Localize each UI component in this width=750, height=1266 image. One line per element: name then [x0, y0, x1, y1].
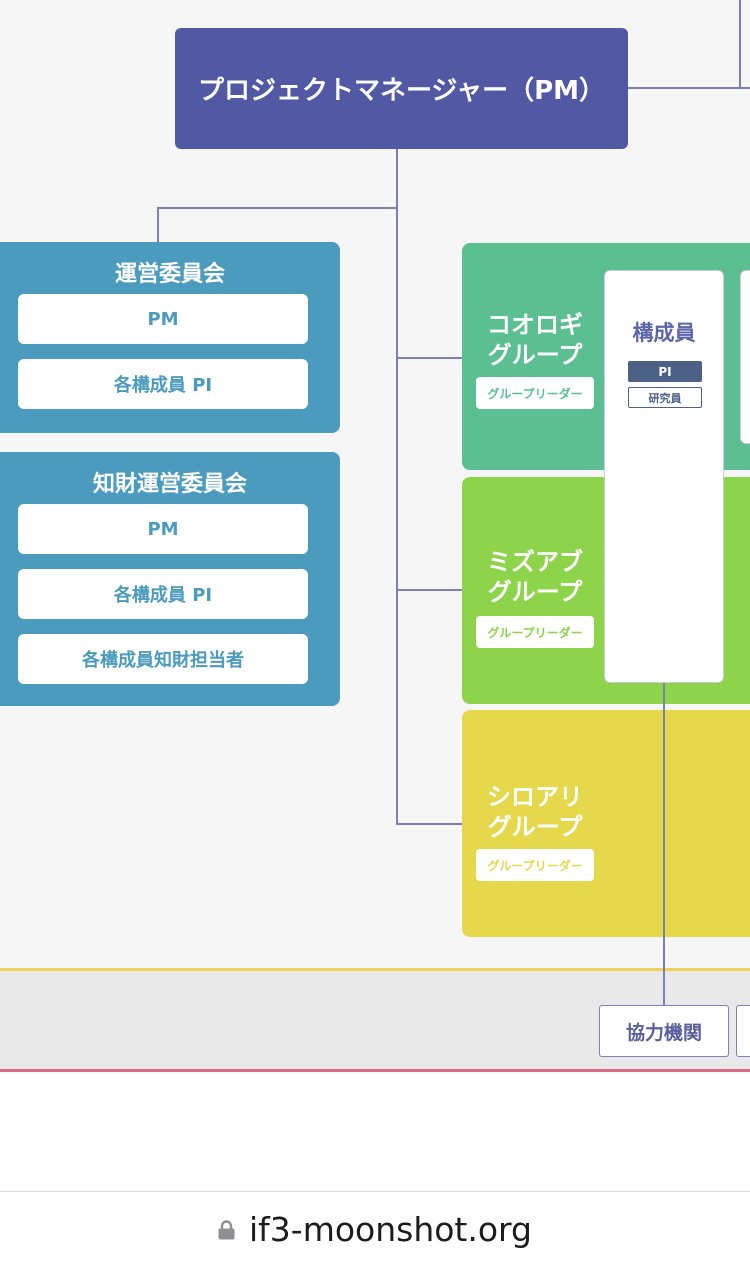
group-leader-badge: グループリーダー — [476, 849, 594, 881]
group-name-line2: グループ — [487, 813, 583, 841]
pm-label: プロジェクトマネージャー（PM） — [197, 76, 606, 106]
connector-line — [396, 149, 398, 825]
researcher-tag: 研究員 — [628, 387, 702, 408]
committee-member-pi: 各構成員 PI — [18, 569, 308, 619]
committee-member-pi: 各構成員 PI — [18, 359, 308, 409]
committee-member-ip-officer: 各構成員知財担当者 — [18, 634, 308, 684]
members-card: 構成員 PI 研究員 — [604, 270, 724, 683]
group-name-line2: グループ — [487, 341, 583, 369]
committee-title: 知財運営委員会 — [92, 472, 247, 497]
connector-line — [396, 357, 463, 359]
group-name: シロアリ グループ — [480, 782, 590, 842]
connector-line — [628, 87, 750, 89]
group-name-line1: シロアリ — [487, 783, 583, 811]
steering-committee: 運営委員会 PM 各構成員 PI — [0, 242, 340, 433]
termite-group: シロアリ グループ グループリーダー — [462, 710, 750, 937]
browser-address-bar[interactable]: if3-moonshot.org — [0, 1191, 750, 1266]
pi-tag: PI — [628, 361, 702, 382]
members-title: 構成員 — [632, 321, 696, 345]
committee-title: 運営委員会 — [114, 262, 225, 287]
partner-institution-box-clipped — [736, 1005, 750, 1057]
connector-line — [157, 207, 159, 243]
group-leader-badge: グループリーダー — [476, 616, 594, 648]
connector-line — [739, 0, 741, 88]
ip-steering-committee: 知財運営委員会 PM 各構成員 PI 各構成員知財担当者 — [0, 452, 340, 706]
connector-line — [663, 683, 665, 1005]
partner-institution-box: 協力機関 — [599, 1005, 729, 1057]
group-leader-badge: グループリーダー — [476, 377, 594, 409]
adjacent-card-edge — [740, 270, 750, 444]
url-text: if3-moonshot.org — [249, 1209, 532, 1249]
connector-line — [396, 589, 463, 591]
group-name: ミズアブ グループ — [480, 547, 590, 607]
group-name-line1: コオロギ — [487, 311, 583, 339]
group-name-line2: グループ — [487, 578, 583, 606]
lock-icon — [218, 1220, 235, 1240]
connector-line — [157, 207, 397, 209]
committee-member-pm: PM — [18, 504, 308, 554]
committee-member-pm: PM — [18, 294, 308, 344]
project-manager-box: プロジェクトマネージャー（PM） — [175, 28, 628, 149]
group-name: コオロギ グループ — [480, 310, 590, 370]
group-name-line1: ミズアブ — [487, 548, 583, 576]
connector-line — [396, 823, 463, 825]
